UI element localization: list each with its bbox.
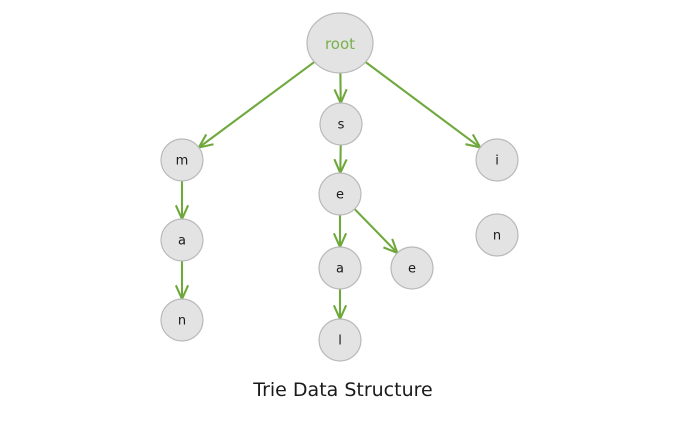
trie-node-s[interactable]: s	[319, 102, 363, 146]
node-label: i	[495, 154, 499, 169]
trie-node-in[interactable]: n	[475, 213, 519, 257]
trie-node-seal[interactable]: l	[318, 318, 362, 362]
node-label: s	[338, 118, 345, 133]
node-circle[interactable]	[318, 246, 362, 290]
trie-node-i[interactable]: i	[475, 138, 519, 182]
edge-root-to-m	[196, 61, 316, 150]
node-label: l	[338, 334, 342, 349]
edge-m-to-ma	[174, 181, 190, 222]
edge-root-to-s	[333, 72, 348, 106]
trie-node-ma[interactable]: a	[160, 218, 204, 262]
node-circle[interactable]	[475, 138, 519, 182]
node-label: e	[408, 262, 416, 277]
trie-node-man[interactable]: n	[160, 298, 204, 342]
node-circle[interactable]	[390, 246, 434, 290]
node-circle[interactable]	[306, 12, 374, 74]
nodes-layer: root m a n s e a l e i n	[160, 12, 519, 362]
trie-node-root[interactable]: root	[306, 12, 374, 74]
node-label: a	[178, 234, 186, 249]
node-label: n	[178, 314, 186, 329]
edge-s-to-se	[333, 144, 348, 176]
node-label: root	[325, 35, 355, 53]
node-circle[interactable]	[160, 138, 204, 182]
node-circle[interactable]	[475, 213, 519, 257]
node-circle[interactable]	[160, 218, 204, 262]
figure-caption: Trie Data Structure	[252, 379, 432, 401]
node-label: m	[176, 154, 189, 169]
trie-node-see[interactable]: e	[390, 246, 434, 290]
node-label: a	[336, 262, 344, 277]
trie-node-sea[interactable]: a	[318, 246, 362, 290]
edge-sea-to-seal	[332, 289, 348, 322]
node-circle[interactable]	[319, 102, 363, 146]
edge-se-to-see	[353, 208, 400, 255]
edge-se-to-sea	[332, 215, 348, 250]
trie-node-m[interactable]: m	[160, 138, 204, 182]
edge-root-to-i	[364, 61, 483, 149]
trie-node-se[interactable]: e	[318, 172, 362, 216]
node-label: e	[336, 188, 344, 203]
node-circle[interactable]	[318, 318, 362, 362]
node-label: n	[493, 229, 501, 244]
node-circle[interactable]	[160, 298, 204, 342]
edge-ma-to-man	[174, 261, 190, 302]
node-circle[interactable]	[318, 172, 362, 216]
